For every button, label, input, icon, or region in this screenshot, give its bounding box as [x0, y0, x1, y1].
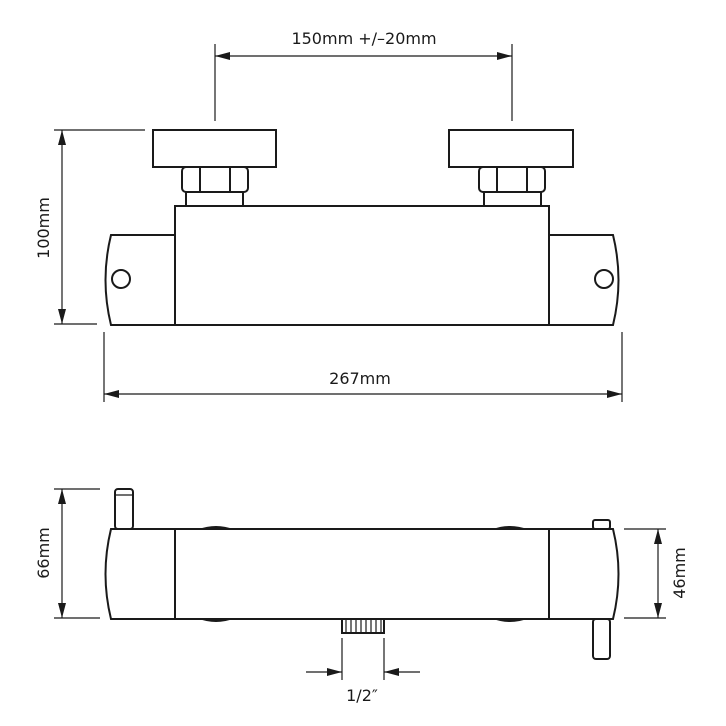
dimension-label-66: 66mm — [34, 527, 53, 579]
dimension-label-width: 267mm — [329, 369, 391, 388]
left-hex-nut — [181, 166, 249, 193]
right-spindle-cap — [592, 519, 611, 530]
valve-body — [174, 205, 550, 326]
dimension-label-inlet: 1/2″ — [346, 686, 378, 705]
dimension-centres: 150mm +/–20mm — [214, 29, 513, 121]
left-wall-flange — [152, 129, 277, 168]
left-cap-hole — [111, 269, 131, 289]
right-end-cap — [549, 234, 620, 326]
threaded-outlet — [341, 618, 385, 634]
right-wall-flange — [448, 129, 574, 168]
dimension-depth-wall: 46mm — [624, 528, 689, 619]
left-end-cap — [104, 234, 175, 326]
right-control-spindle — [592, 618, 611, 660]
dimension-height-front: 100mm — [34, 129, 145, 325]
right-cap-hole — [594, 269, 614, 289]
left-control-spindle — [114, 488, 134, 530]
valve-body-bottom — [174, 528, 550, 620]
dimension-label-height: 100mm — [34, 197, 53, 259]
bottom-view — [104, 488, 620, 660]
left-end-cap-bottom — [104, 528, 175, 620]
dimension-width: 267mm — [103, 332, 623, 402]
dimension-label-centres: 150mm +/–20mm — [291, 29, 436, 48]
right-end-cap-bottom — [549, 528, 620, 620]
dimension-inlet: 1/2″ — [306, 638, 420, 705]
right-hex-nut — [478, 166, 546, 193]
dimension-label-46: 46mm — [670, 547, 689, 599]
front-view — [104, 129, 620, 326]
dimension-depth-body: 66mm — [34, 488, 100, 619]
